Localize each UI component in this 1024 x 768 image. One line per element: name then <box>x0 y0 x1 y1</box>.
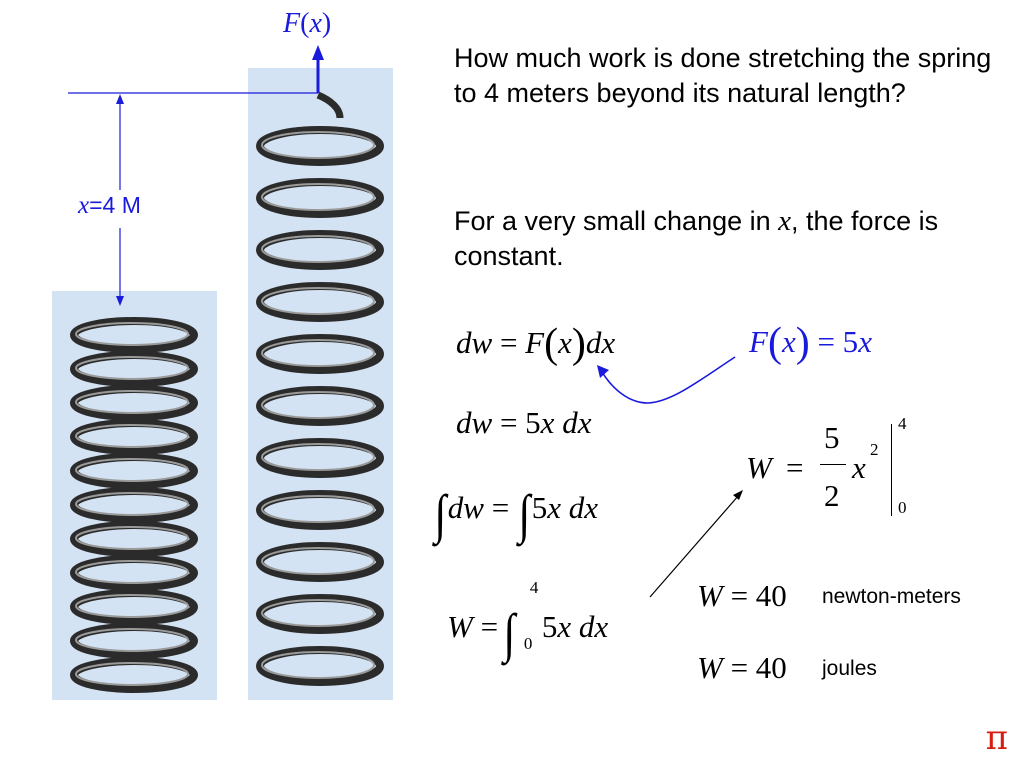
spring-coil <box>70 351 198 387</box>
spring-coil-highlight <box>75 492 189 516</box>
fraction-numerator: 5 <box>824 420 840 455</box>
spring-coil-highlight <box>75 356 189 380</box>
pi-symbol: π <box>985 718 1008 758</box>
spring-coil-highlight <box>75 390 189 414</box>
stretch-label: x=4 M <box>78 192 141 219</box>
spring-coil-highlight <box>75 560 189 584</box>
upper-limit: 4 <box>529 578 539 597</box>
spring-coil-highlight <box>261 547 375 575</box>
spring-coil-highlight <box>261 183 375 211</box>
fraction-denominator: 2 <box>824 478 840 513</box>
spring-coil-highlight <box>261 599 375 627</box>
spring-coil-highlight <box>261 339 375 367</box>
question-text: How much work is done stretching the spr… <box>454 43 992 108</box>
spring-coil <box>70 385 198 421</box>
lower-limit: 0 <box>523 634 533 653</box>
spring-coil <box>256 334 384 374</box>
spring-end-tail <box>316 91 344 119</box>
force-arrow-head <box>312 45 324 60</box>
spring-natural-length <box>70 317 198 693</box>
spring-coil <box>70 487 198 523</box>
evaluation-arrow <box>649 494 740 598</box>
spring-coil <box>256 438 384 478</box>
equation-dw-definition: dw = F(x)dx <box>456 321 616 367</box>
equation-integrated: ∫dw = ∫5x dx <box>434 484 599 544</box>
spring-coil-highlight <box>261 443 375 471</box>
spring-coil <box>70 453 198 489</box>
spring-coil-highlight <box>261 651 375 679</box>
spring-coil-highlight <box>261 235 375 263</box>
spring-coil <box>256 646 384 686</box>
spring-coil-highlight <box>261 287 375 315</box>
equation-result-joules: W = 40 <box>697 650 787 685</box>
evaluation-arrow-head <box>733 490 743 500</box>
spring-coil <box>70 623 198 659</box>
spring-coil-highlight <box>75 424 189 448</box>
spring-coil <box>256 126 384 166</box>
fraction-bar <box>820 464 846 465</box>
substitution-arrow-head <box>597 365 609 378</box>
constant-force-text: For a very small change in x, the force … <box>454 205 939 271</box>
spring-coil-highlight <box>75 322 189 346</box>
spring-coil-highlight <box>261 391 375 419</box>
spring-coil <box>70 657 198 693</box>
spring-coil <box>256 490 384 530</box>
evaluation-bar <box>891 424 892 516</box>
spring-coil-highlight <box>75 628 189 652</box>
spring-coil-highlight <box>75 458 189 482</box>
spring-coil <box>70 521 198 557</box>
equation-result-newton-meters: W = 40 <box>697 578 787 613</box>
spring-coil <box>70 589 198 625</box>
spring-coil-highlight <box>261 131 375 159</box>
stretch-arrow-up-head <box>116 94 124 104</box>
spring-coil <box>70 555 198 591</box>
unit-newton-meters: newton-meters <box>822 585 961 608</box>
spring-coil-highlight <box>261 495 375 523</box>
unit-joules: joules <box>822 657 877 680</box>
spring-coil-highlight <box>75 594 189 618</box>
spring-stretched <box>256 91 384 686</box>
spring-coil <box>256 594 384 634</box>
spring-coil <box>256 282 384 322</box>
spring-coil <box>256 542 384 582</box>
equation-dw-substituted: dw = 5x dx <box>456 405 592 440</box>
equation-force-law: F(x) = 5x <box>749 320 872 366</box>
spring-coil-highlight <box>75 662 189 686</box>
spring-coil <box>256 178 384 218</box>
spring-coil-highlight <box>75 526 189 550</box>
spring-coil <box>256 230 384 270</box>
equation-antiderivative: W = 5 2 x 2 4 0 <box>746 414 907 517</box>
substitution-arrow <box>601 356 736 404</box>
stretch-arrow-down-head <box>116 296 124 306</box>
force-label: F(x) <box>283 8 332 39</box>
spring-coil <box>70 419 198 455</box>
spring-coil <box>70 317 198 353</box>
spring-coil <box>256 386 384 426</box>
